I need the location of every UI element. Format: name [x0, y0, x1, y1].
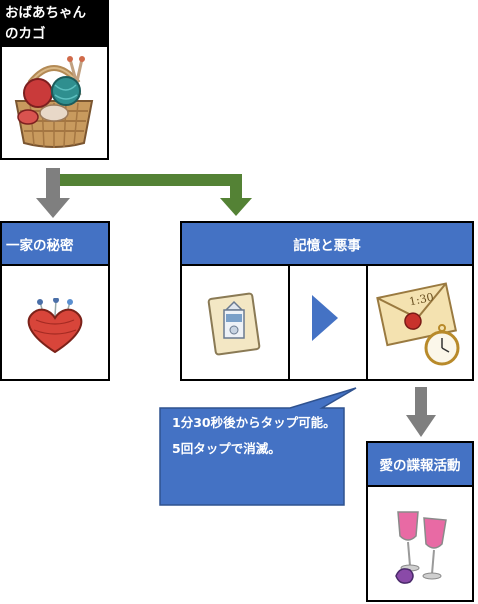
node-spy-title: 愛の諜報活動	[366, 441, 474, 487]
node-family-secret-title: 一家の秘密	[0, 221, 110, 266]
node-basket-title-line2: のカゴ	[5, 26, 46, 42]
node-basket-title: おばあちゃん のカゴ	[1, 1, 108, 47]
heart-pincushion-icon	[27, 298, 83, 354]
node-spy-title-text: 愛の諜報活動	[379, 458, 461, 474]
arrow-basket-to-memory	[60, 174, 252, 216]
triangle-arrow-icon	[312, 295, 338, 341]
wine-glasses-icon	[395, 511, 447, 584]
basket-icon	[14, 56, 94, 148]
node-memory-left-cell	[180, 264, 290, 381]
envelope-pocketwatch-icon	[376, 282, 460, 366]
node-memory-title: 記憶と悪事	[180, 221, 474, 266]
node-basket-title-line1: おばあちゃん	[5, 5, 86, 21]
callout-text: 1分30秒後からタップ可能。5回タップで消滅。	[172, 415, 336, 456]
milk-carton-photo-icon	[207, 292, 261, 356]
arrow-basket-to-family-secret	[36, 168, 70, 218]
arrow-memory-to-spy	[406, 387, 436, 437]
node-family-secret-title-text: 一家の秘密	[6, 237, 74, 254]
node-memory-title-text: 記憶と悪事	[293, 237, 361, 254]
